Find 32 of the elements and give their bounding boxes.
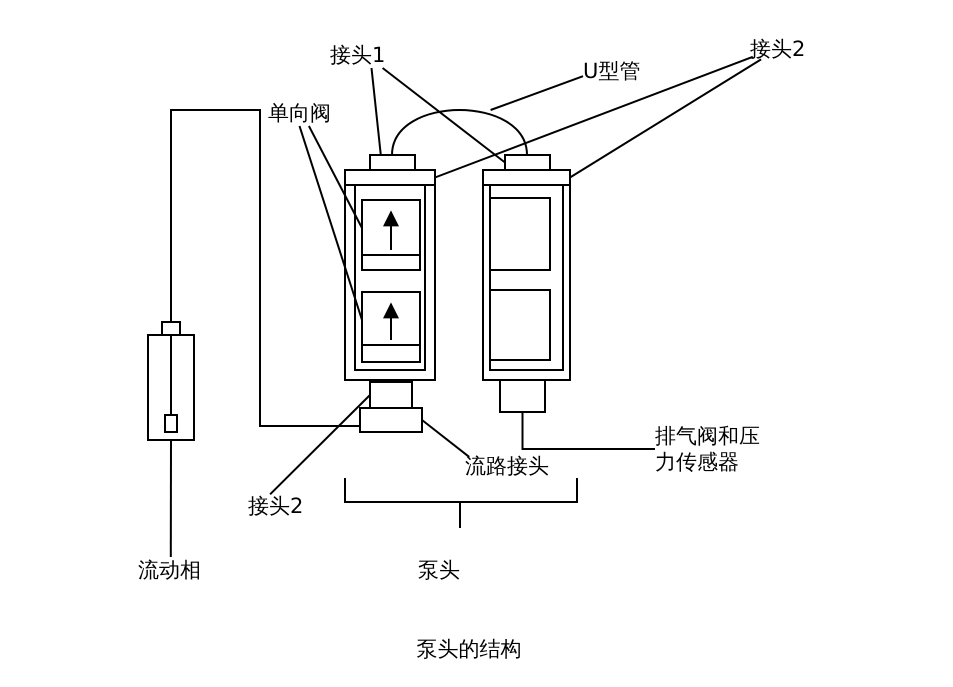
leader-line: [569, 58, 762, 178]
callout-label: 单向阀: [268, 100, 331, 126]
fitting: [369, 154, 416, 171]
tube: [170, 109, 360, 427]
callout-label: U型管: [583, 58, 640, 84]
caption: 泵头的结构: [416, 636, 522, 662]
callout-label: 流动相: [138, 557, 201, 583]
leader-line: [269, 394, 371, 496]
fitting: [504, 154, 551, 171]
check-valve: [361, 199, 421, 271]
check-valve: [361, 291, 421, 363]
callout-label: 流路接头: [465, 453, 549, 479]
pump-cap: [344, 169, 436, 186]
bottle-drawing: [147, 321, 195, 441]
leader-line: [490, 75, 584, 111]
leader-line: [522, 412, 655, 450]
leader-line: [308, 126, 363, 228]
callout-label: 接头1: [330, 42, 386, 68]
leader-line: [434, 56, 754, 178]
callout-label: 接头2: [248, 493, 304, 519]
flow-connector: [359, 407, 423, 433]
leader-line: [421, 419, 470, 458]
leader-line: [370, 68, 382, 156]
callout-label: 排气阀和压力传感器: [655, 423, 770, 475]
leader-line: [382, 67, 506, 164]
fitting: [369, 381, 413, 409]
leader-line: [170, 440, 172, 557]
callout-label: 接头2: [750, 36, 806, 62]
pump-cap: [482, 169, 571, 186]
fitting: [499, 379, 546, 413]
u-tube: [391, 109, 528, 156]
group-label: 泵头: [418, 557, 460, 583]
